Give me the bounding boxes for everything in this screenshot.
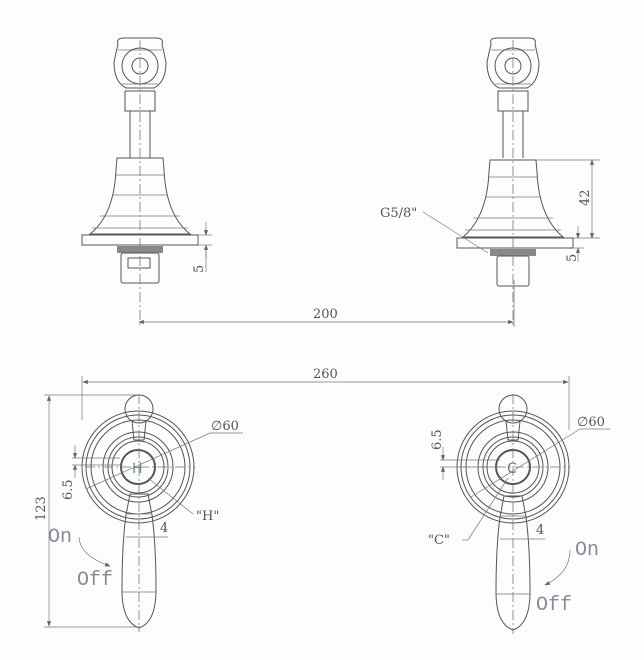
overall-width-dimension: 260: [81, 367, 570, 430]
flange-diameter-left-label: ∅60: [211, 419, 239, 434]
body-height-label: 42: [578, 189, 593, 206]
lever-width-right-label: 4: [536, 523, 544, 538]
side-view-hot: 5: [81, 37, 212, 326]
offset-right-label: 6.5: [430, 429, 445, 450]
left-on-label: On: [48, 526, 72, 549]
hot-marker-label: "H": [196, 509, 219, 524]
flange-thickness-right-label: 5: [565, 254, 580, 262]
rotation-arrow-icon: [544, 549, 571, 586]
cold-indicator-icon: C: [507, 461, 517, 477]
front-view-hot: H ∅60 "H" 6.5 4 123 On Off: [34, 394, 243, 632]
lever-width-left-label: 4: [160, 521, 168, 536]
front-view-cold: C ∅60 "C" 6.5 4 On Off: [428, 394, 610, 634]
rotation-arrow-icon: [78, 536, 111, 567]
flange-diameter-right-label: ∅60: [577, 415, 605, 430]
hot-indicator-icon: H: [132, 461, 143, 477]
right-off-label: Off: [536, 594, 572, 617]
thread-label: G5/8": [380, 206, 417, 221]
cold-marker-label: "C": [428, 533, 450, 548]
offset-left-label: 6.5: [61, 479, 76, 500]
handle-height-label: 123: [34, 496, 49, 521]
right-on-label: On: [575, 539, 599, 562]
left-off-label: Off: [77, 569, 113, 592]
centre-spacing-label: 200: [313, 307, 338, 322]
side-view-cold: 42 5 G5/8": [380, 37, 600, 328]
overall-width-label: 260: [313, 367, 338, 382]
flange-thickness-left-label: 5: [192, 265, 207, 273]
centre-spacing-dimension: 200: [138, 280, 515, 327]
